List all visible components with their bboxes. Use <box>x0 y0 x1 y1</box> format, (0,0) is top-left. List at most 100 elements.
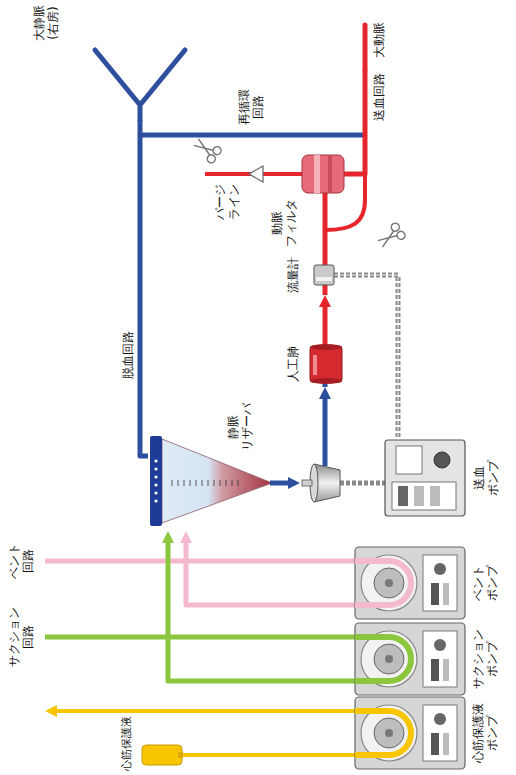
oxygenator-body <box>310 346 342 382</box>
tube-connector <box>348 70 365 174</box>
node-label: 流量計 <box>286 257 300 293</box>
filter-body <box>302 155 344 193</box>
cardioplegia-bag-shape <box>142 745 182 765</box>
line-label: 送血回路 <box>372 72 386 122</box>
node-label: 心筋保護液 <box>120 716 133 771</box>
panel-knob <box>434 713 446 725</box>
panel-display <box>443 659 449 681</box>
scale-tick <box>220 480 221 486</box>
flow-sensor <box>314 265 334 285</box>
line-name: パージ ライン <box>213 183 242 221</box>
node-label: 静脈 リザーバ <box>226 403 255 451</box>
bag-port <box>178 752 183 758</box>
cardioplegia-bag: 心筋保護液 <box>120 712 192 771</box>
pump-tube <box>355 637 411 681</box>
panel-display <box>443 583 449 605</box>
scissors-blade <box>378 230 398 247</box>
vent-line <box>45 559 355 564</box>
tube-connector <box>192 753 355 757</box>
scale-tick <box>202 480 203 486</box>
console-panel <box>396 446 422 474</box>
recirculation-line <box>140 133 365 138</box>
roller-pump: ベント ポンプ <box>355 547 510 619</box>
tube-connector <box>140 120 148 456</box>
console-display <box>398 486 408 506</box>
venous-reservoir: 静脈 リザーバ <box>148 403 285 531</box>
node-label: サクション ポンプ <box>471 629 500 689</box>
node-label: 大動脈 <box>372 22 386 58</box>
line-name: ベント 回路 <box>7 542 36 580</box>
oxygenator-highlight <box>313 355 317 375</box>
tube-connector <box>285 481 291 486</box>
pump-console <box>385 440 465 516</box>
roller-hub <box>385 579 393 587</box>
scissors-blade <box>378 231 398 248</box>
centrifugal-pump: 送血 ポンプ <box>300 435 510 520</box>
console-panel <box>392 482 456 510</box>
console-display <box>414 486 424 506</box>
scissors-handle <box>390 222 401 233</box>
sensor-cable <box>334 275 398 439</box>
arterial-filter: 動脈 フィルタ <box>268 153 348 247</box>
roller-rotor <box>374 568 404 598</box>
scale-tick <box>190 480 191 486</box>
line-name: サクション 回路 <box>7 606 36 668</box>
tube-connector <box>323 247 328 255</box>
vessel-label-box: 大静脈 (右房) <box>30 3 195 120</box>
suction-line <box>45 635 355 640</box>
cap-port <box>154 467 157 470</box>
scissors-blade <box>194 139 214 156</box>
tube-connector <box>168 540 355 681</box>
panel-display <box>431 659 439 681</box>
aorta-line <box>363 25 368 70</box>
pump-inlet <box>302 480 312 486</box>
cap-port <box>154 483 157 486</box>
roller-pump: 心筋保護液 ポンプ <box>355 697 510 769</box>
check-valve <box>249 166 263 182</box>
tube-clamp-scissors <box>191 135 223 165</box>
pump-tube <box>355 711 411 755</box>
pump-housing <box>355 547 465 619</box>
sensor-cable <box>334 275 398 439</box>
pump-tube <box>355 561 411 605</box>
console-knob <box>434 452 450 468</box>
vessel-label-box: 大動脈 <box>345 5 395 70</box>
cap-port <box>154 475 157 478</box>
filter-band <box>328 155 332 193</box>
panel-display <box>443 733 449 755</box>
edge-label-box: 脱血回路 <box>121 330 135 380</box>
node-label: 人工肺 <box>286 346 300 382</box>
cap-port <box>154 491 157 494</box>
pump-outlet <box>323 435 328 466</box>
filter-band <box>314 155 320 193</box>
control-panel <box>423 705 457 761</box>
cap-port <box>154 499 157 502</box>
scale-tick <box>208 480 209 486</box>
line-name-box: パージ ライン <box>213 183 242 221</box>
scale-tick <box>172 480 173 486</box>
roller-hub <box>385 729 393 737</box>
scale-tick <box>178 480 179 486</box>
node-label: 動脈 フィルタ <box>270 199 299 247</box>
oxygenator-end <box>310 378 342 384</box>
scissors-blade <box>194 140 214 157</box>
panel-display <box>431 583 439 605</box>
node-label: 送血 ポンプ <box>472 460 501 496</box>
oxygenator-end <box>310 344 342 350</box>
roller-hub <box>385 655 393 663</box>
panel-knob <box>434 639 446 651</box>
drive-cable <box>340 481 385 486</box>
panel-knob <box>434 563 446 575</box>
pump-housing <box>355 697 465 769</box>
node-label: ベント ポンプ <box>471 565 500 601</box>
scale-tick <box>214 480 215 486</box>
tube-connector <box>323 396 328 435</box>
tube-clamp-scissors <box>375 222 407 252</box>
edge-label-box: 送血回路 <box>372 72 386 122</box>
line-label: 脱血回路 <box>121 330 135 380</box>
roller-rotor <box>374 718 404 748</box>
node-label: 大静脈 (右房) <box>32 5 61 41</box>
flow-meter: 流量計 <box>286 255 342 295</box>
node-label: 心筋保護液 ポンプ <box>471 703 500 763</box>
